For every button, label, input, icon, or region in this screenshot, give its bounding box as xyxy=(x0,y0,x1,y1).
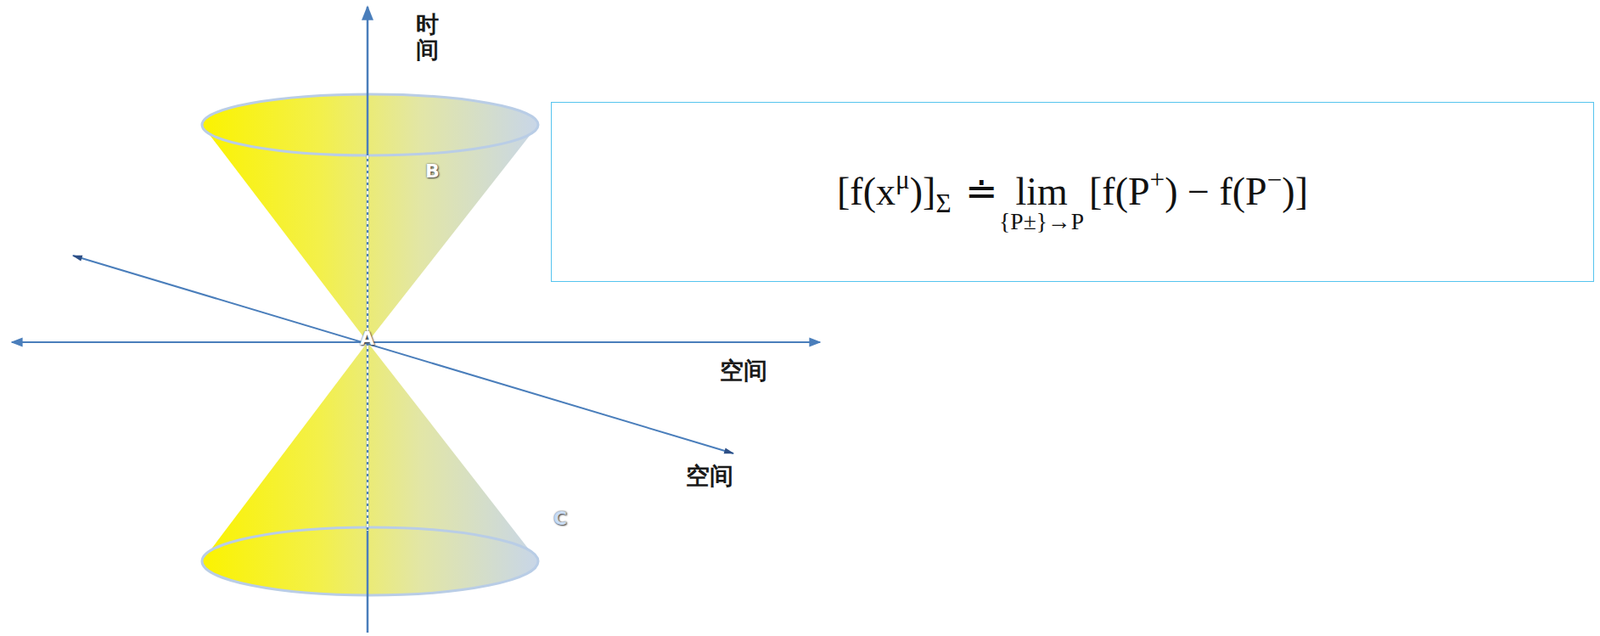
axis-label: 时间 xyxy=(415,11,439,62)
formula-part: − xyxy=(1267,164,1283,195)
limit-subscript: {P±}→P xyxy=(999,207,1084,236)
future-cone-top xyxy=(202,94,539,156)
point-label: C xyxy=(553,507,568,529)
formula-part: [f(x xyxy=(836,169,896,214)
formula: [f(xμ)]Σ≐lim{P±}→P[f(P+) − f(P−)] xyxy=(836,164,1309,220)
space-axis-diagonal xyxy=(72,255,734,454)
point-label: B xyxy=(425,160,440,182)
formula-part: [f(P xyxy=(1089,169,1151,214)
formula-part: Σ xyxy=(935,188,951,219)
formula-box: [f(xμ)]Σ≐lim{P±}→P[f(P+) − f(P−)] xyxy=(550,101,1595,282)
limit-group: lim{P±}→P xyxy=(1015,168,1067,214)
point-label: A xyxy=(359,327,375,349)
formula-part: μ xyxy=(895,164,910,195)
formula-part: )] xyxy=(1281,169,1309,214)
formula-part: ≐ xyxy=(965,169,999,214)
limit-operator: lim xyxy=(1015,169,1067,214)
space-axis xyxy=(11,341,820,343)
formula-part: ) − f(P xyxy=(1164,169,1267,214)
axis-label: 空间 xyxy=(719,354,768,388)
formula-part: + xyxy=(1150,164,1166,195)
axis-label: 空间 xyxy=(685,460,734,493)
past-cone-base xyxy=(202,527,539,596)
time-axis xyxy=(366,6,370,633)
formula-part: )] xyxy=(909,169,937,214)
